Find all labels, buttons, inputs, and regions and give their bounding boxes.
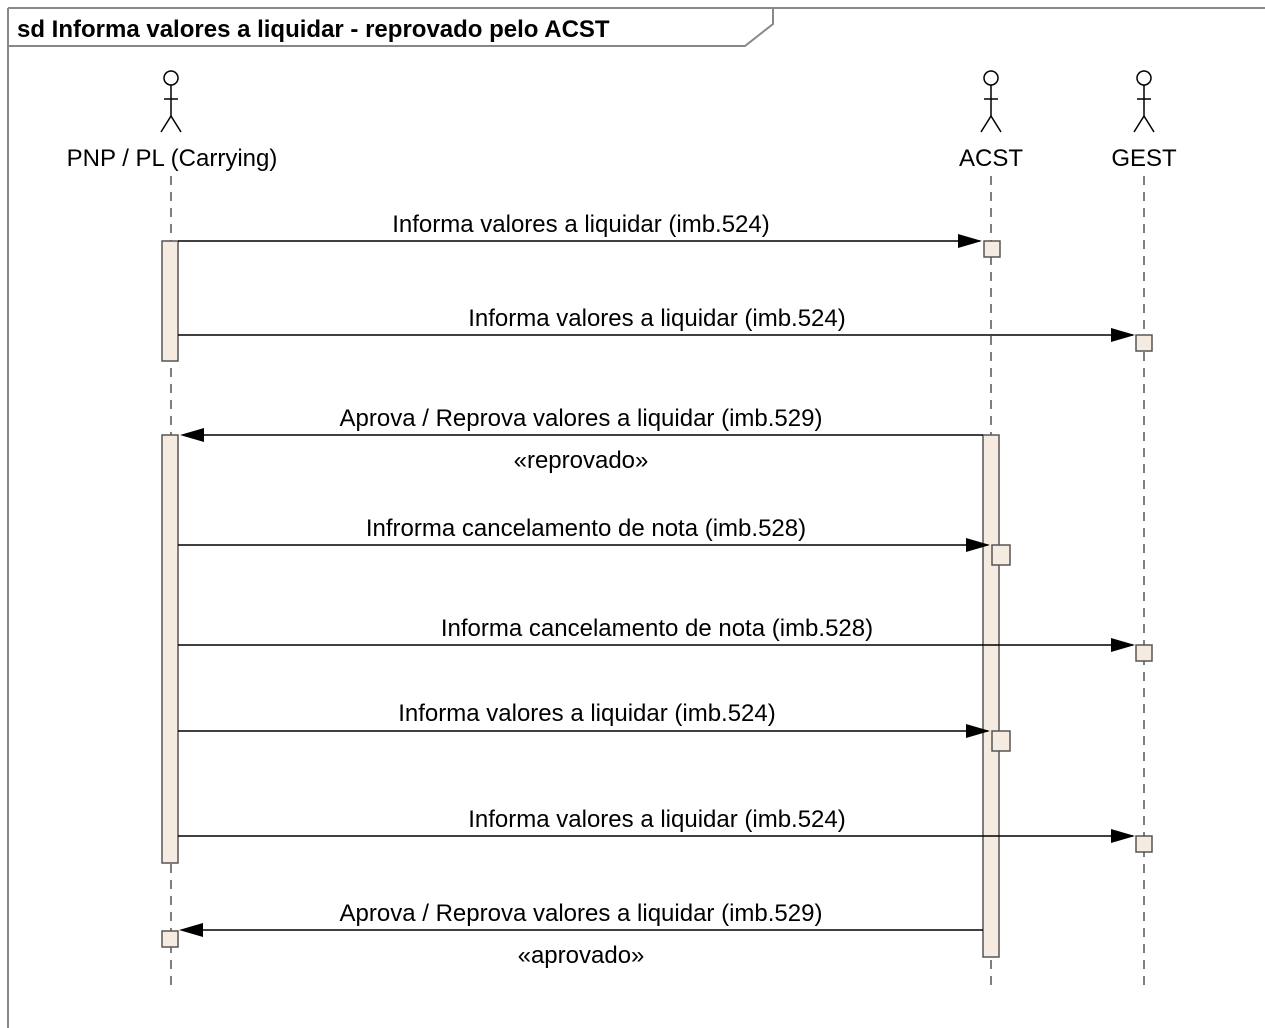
message-2: Informa valores a liquidar (imb.524) <box>178 305 1135 342</box>
message-label: Informa valores a liquidar (imb.524) <box>392 211 770 238</box>
message-6: Informa valores a liquidar (imb.524) <box>178 700 990 738</box>
message-4: Infrorma cancelamento de nota (imb.528) <box>178 515 990 552</box>
receive-box <box>1135 334 1153 352</box>
message-1: Informa valores a liquidar (imb.524) <box>178 211 982 248</box>
activation-pnp-2 <box>161 434 179 864</box>
actor-acst-label: ACST <box>959 145 1023 172</box>
actor-pnp-label: PNP / PL (Carrying) <box>67 145 278 172</box>
message-label: Aprova / Reprova valores a liquidar (imb… <box>340 900 823 927</box>
diagram-frame: sd Informa valores a liquidar - reprovad… <box>7 7 1265 1028</box>
diagram-title: sd Informa valores a liquidar - reprovad… <box>17 16 610 43</box>
actor-acst: ACST <box>959 70 1023 172</box>
receive-box <box>991 730 1011 752</box>
receive-box <box>1135 835 1153 853</box>
message-7: Informa valores a liquidar (imb.524) <box>178 806 1135 843</box>
message-3: Aprova / Reprova valores a liquidar (imb… <box>180 405 983 474</box>
message-label: Informa valores a liquidar (imb.524) <box>468 806 846 833</box>
activation-acst-1 <box>982 434 1000 958</box>
actor-figure-icon <box>980 70 1002 133</box>
message-stereotype: «aprovado» <box>518 942 645 969</box>
message-8: Aprova / Reprova valores a liquidar (imb… <box>179 900 983 969</box>
receive-box <box>1135 644 1153 662</box>
message-5: Informa cancelamento de nota (imb.528) <box>178 615 1135 652</box>
message-label: Informa cancelamento de nota (imb.528) <box>441 615 873 642</box>
actor-figure-icon <box>1133 70 1155 133</box>
actor-gest-label: GEST <box>1111 145 1177 172</box>
message-label: Infrorma cancelamento de nota (imb.528) <box>366 515 806 542</box>
receive-box <box>161 930 179 948</box>
actor-gest: GEST <box>1111 70 1177 172</box>
message-stereotype: «reprovado» <box>514 447 649 474</box>
actor-pnp: PNP / PL (Carrying) <box>67 70 278 172</box>
activation-pnp-1 <box>161 240 179 362</box>
message-label: Informa valores a liquidar (imb.524) <box>468 305 846 332</box>
receive-box <box>991 544 1011 566</box>
message-label: Informa valores a liquidar (imb.524) <box>398 700 776 727</box>
message-label: Aprova / Reprova valores a liquidar (imb… <box>340 405 823 432</box>
actor-figure-icon <box>160 70 182 133</box>
receive-box <box>983 240 1001 258</box>
